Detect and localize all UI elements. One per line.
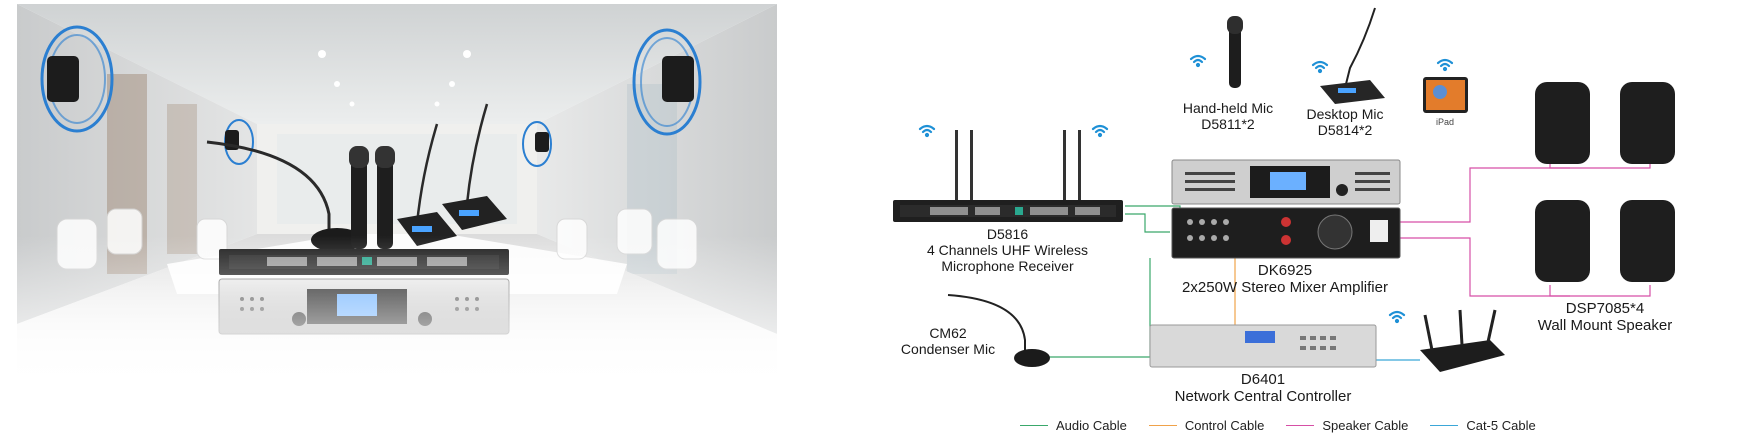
controller-label: D6401 Network Central Controller — [1150, 371, 1376, 405]
legend-audio-cable: Audio Cable — [1020, 418, 1127, 433]
speaker-cable-swatch — [1286, 425, 1314, 426]
ipad-icon — [1423, 77, 1468, 113]
amplifier-dk6925-icon — [1172, 208, 1400, 258]
control-cable-swatch — [1149, 425, 1177, 426]
wall-speakers-dsp7085-icon — [1535, 82, 1675, 282]
router-icon — [1420, 310, 1505, 372]
desktop-mic-icon — [1320, 8, 1385, 104]
legend-speaker-cable: Speaker Cable — [1286, 418, 1408, 433]
legend-control-cable: Control Cable — [1149, 418, 1265, 433]
audio-cable-swatch — [1020, 425, 1048, 426]
condenser-mic-label: CM62 Condenser Mic — [893, 325, 1003, 357]
handheld-mic-label: Hand-held Mic D5811*2 — [1168, 100, 1288, 132]
receiver-label: D5816 4 Channels UHF Wireless Microphone… — [900, 226, 1115, 274]
receiver-d5816-icon — [893, 130, 1123, 222]
cable-legend: Audio Cable Control Cable Speaker Cable … — [1020, 418, 1536, 433]
amplifier-label: DK6925 2x250W Stereo Mixer Amplifier — [1160, 262, 1410, 296]
cat5-cable-swatch — [1430, 425, 1458, 426]
speakers-label: DSP7085*4 Wall Mount Speaker — [1510, 300, 1700, 334]
desktop-mic-label: Desktop Mic D5814*2 — [1290, 106, 1400, 138]
handheld-mic-icon — [1227, 16, 1243, 88]
controller-d6401-icon — [1150, 325, 1376, 367]
power-amp-icon — [1172, 160, 1400, 204]
ipad-label: iPad — [1425, 117, 1465, 127]
legend-cat5-cable: Cat-5 Cable — [1430, 418, 1535, 433]
